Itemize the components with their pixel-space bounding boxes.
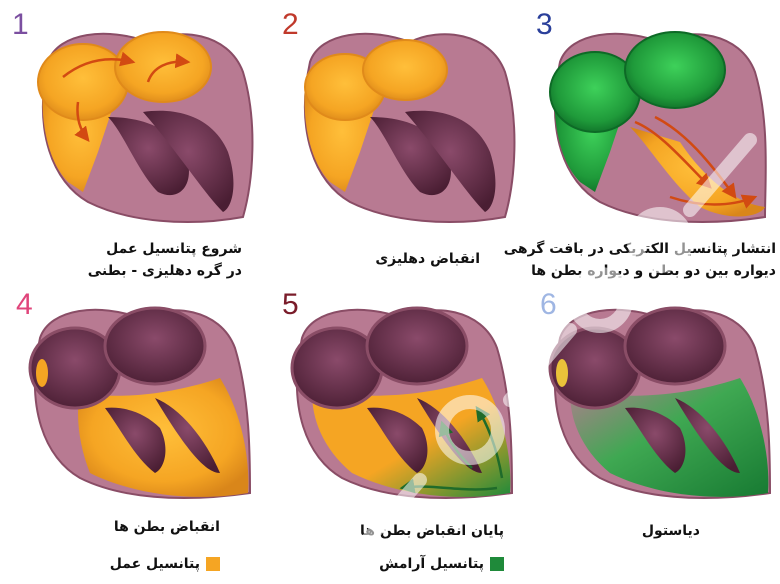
panel-2-caption: انقباض دهلیزی (375, 248, 480, 270)
heart-panel-3 (540, 22, 780, 232)
panel-1-number: 1 (12, 10, 29, 40)
panel-4-caption-line-1: انقباض بطن ها (114, 516, 220, 538)
legend-action-swatch (206, 557, 220, 571)
legend-action-label: پتانسیل عمل (110, 556, 200, 572)
heart-panel-2 (290, 22, 530, 232)
panel-4-caption: انقباض بطن ها (114, 516, 220, 538)
panel-3-caption: انتشار پتانسیل الکتریکی در بافت گرهی دیو… (504, 238, 776, 282)
panel-3-caption-line-1: انتشار پتانسیل الکتریکی در بافت گرهی (504, 238, 776, 260)
panel-1-caption-line-2: در گره دهلیزی - بطنی (88, 260, 242, 282)
legend-action-potential: پتانسیل عمل (110, 556, 220, 572)
panel-1-caption-line-1: شروع پتانسیل عمل (88, 238, 242, 260)
legend-resting-potential: پتانسیل آرامش (379, 556, 504, 572)
legend-rest-swatch (490, 557, 504, 571)
panel-6-caption-line-1: دیاستول (642, 520, 700, 542)
heart-panel-6 (540, 298, 780, 508)
panel-3-caption-line-2: دیواره بین دو بطن و دیواره بطن ها (504, 260, 776, 282)
panel-5-caption: پایان انقباض بطن ها (360, 520, 504, 542)
heart-panel-4 (20, 298, 270, 508)
panel-1-caption: شروع پتانسیل عمل در گره دهلیزی - بطنی (88, 238, 242, 282)
legend-rest-label: پتانسیل آرامش (379, 556, 484, 572)
panel-2-caption-line-1: انقباض دهلیزی (375, 248, 480, 270)
panel-6-caption: دیاستول (642, 520, 700, 542)
panel-5-caption-line-1: پایان انقباض بطن ها (360, 520, 504, 542)
heart-panel-1 (28, 22, 268, 232)
heart-panel-5 (282, 298, 532, 508)
